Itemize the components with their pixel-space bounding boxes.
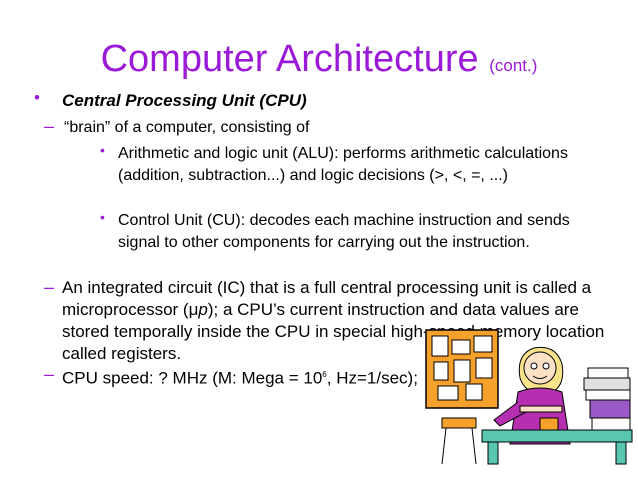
ic-mu: μ bbox=[188, 300, 199, 319]
office-worker-clipart bbox=[425, 329, 633, 465]
speed-text-pre: CPU speed: ? MHz (M: Mega = 10 bbox=[62, 368, 323, 388]
dash-brain: – bbox=[44, 116, 55, 136]
bullet-ic: An integrated circuit (IC) that is a ful… bbox=[62, 277, 622, 365]
ic-text-post: ); a CPU’s current instruction and data … bbox=[62, 300, 605, 363]
title-main: Computer Architecture bbox=[100, 38, 479, 80]
bullet-cpu: Central Processing Unit (CPU) bbox=[62, 91, 307, 110]
bullet-alu: Arithmetic and logic unit (ALU): perform… bbox=[118, 145, 568, 184]
ic-text-pre: An integrated circuit (IC) that is a ful… bbox=[62, 278, 592, 319]
paper-stack bbox=[583, 367, 631, 433]
speed-exponent: 6 bbox=[322, 370, 327, 379]
speed-text-post: , Hz=1/sec); bbox=[326, 368, 418, 388]
bullet-dot-cu: • bbox=[100, 209, 105, 225]
desk bbox=[481, 417, 633, 465]
ic-p: p bbox=[198, 300, 208, 319]
dash-speed: – bbox=[44, 364, 55, 384]
dash-ic: – bbox=[44, 277, 55, 297]
bullet-speed: CPU speed: ? MHz (M: Mega = 106, Hz=1/se… bbox=[62, 364, 418, 390]
slide-title: Computer Architecture (cont.) bbox=[0, 36, 638, 89]
bullet-cu: Control Unit (CU): decodes each machine … bbox=[118, 212, 570, 251]
chair bbox=[441, 417, 477, 465]
bullet-dot-cpu: • bbox=[34, 88, 40, 107]
bullet-brain: “brain” of a computer, consisting of bbox=[64, 119, 310, 136]
title-sub: (cont.) bbox=[489, 56, 538, 75]
bulletin-board bbox=[425, 329, 499, 409]
bullet-dot-alu: • bbox=[100, 142, 105, 158]
